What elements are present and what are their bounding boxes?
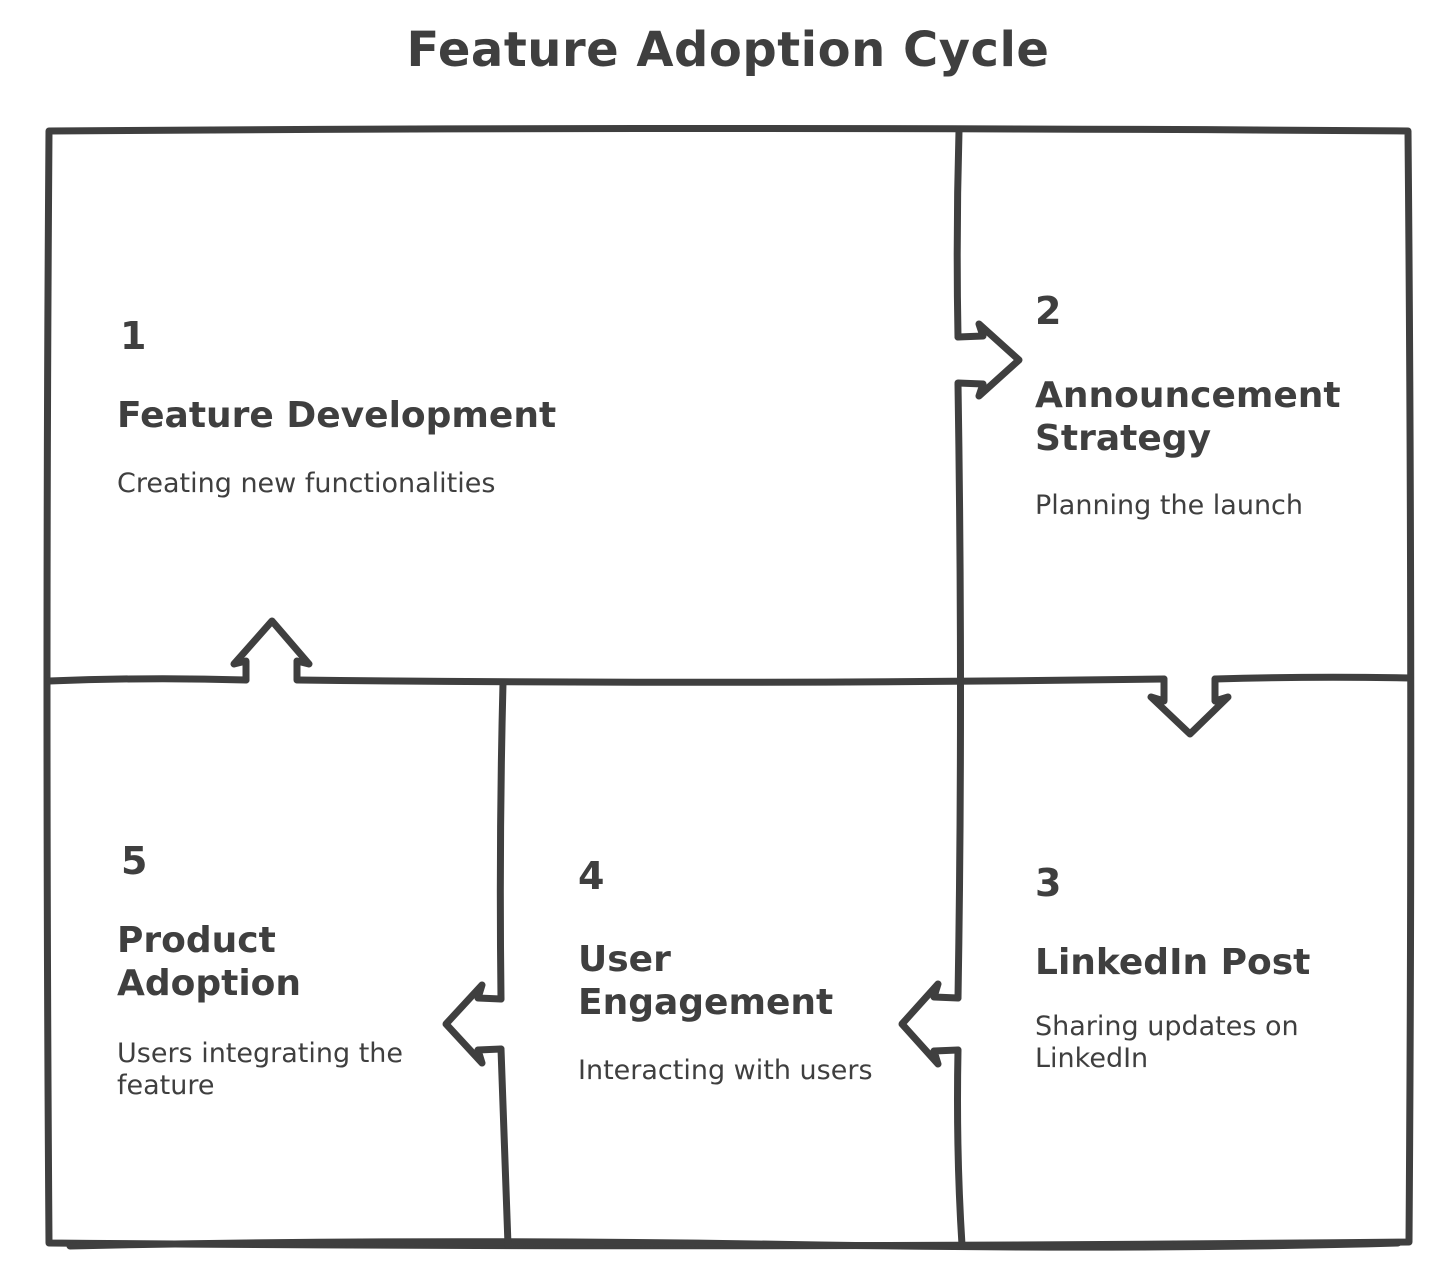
- outer-border: [43, 125, 1415, 1250]
- divider-vertical-center-top: [953, 127, 963, 341]
- step-5-title: Product Adoption: [117, 920, 302, 1005]
- step-2-title: Announcement Strategy: [1035, 375, 1341, 460]
- divider-horizontal-left: [45, 675, 250, 685]
- divider-horizontal-middle: [294, 675, 1168, 686]
- arrow-4-to-5: [442, 981, 505, 1067]
- arrow-1-to-2: [954, 320, 1023, 400]
- step-5-number: 5: [121, 839, 148, 883]
- step-3-number: 3: [1035, 861, 1062, 905]
- step-3-title: LinkedIn Post: [1035, 942, 1311, 983]
- divider-vertical-center-mid: [954, 380, 964, 1002]
- arrow-2-to-3: [1147, 675, 1232, 738]
- step-2-description: Planning the launch: [1035, 490, 1304, 521]
- arrow-5-to-1: [230, 617, 313, 684]
- step-1-number: 1: [120, 314, 147, 358]
- diagram-title: Feature Adoption Cycle: [406, 22, 1050, 78]
- step-3-description: Sharing updates on LinkedIn: [1035, 1011, 1299, 1075]
- arrow-3-to-4: [898, 980, 962, 1068]
- divider-vertical-left-bottom: [497, 1045, 512, 1249]
- outer-border-bottom-overdraw: [66, 1238, 1402, 1251]
- divider-vertical-center-bottom: [954, 1046, 966, 1249]
- step-1-title: Feature Development: [117, 395, 557, 436]
- step-4-title: User Engagement: [578, 939, 834, 1024]
- divider-horizontal-right: [1211, 673, 1414, 683]
- divider-vertical-left-top: [496, 679, 507, 1003]
- step-2-number: 2: [1035, 289, 1062, 333]
- step-5-description: Users integrating the feature: [117, 1038, 404, 1102]
- step-4-number: 4: [578, 854, 605, 898]
- step-4-description: Interacting with users: [578, 1055, 873, 1086]
- step-1-description: Creating new functionalities: [117, 468, 496, 499]
